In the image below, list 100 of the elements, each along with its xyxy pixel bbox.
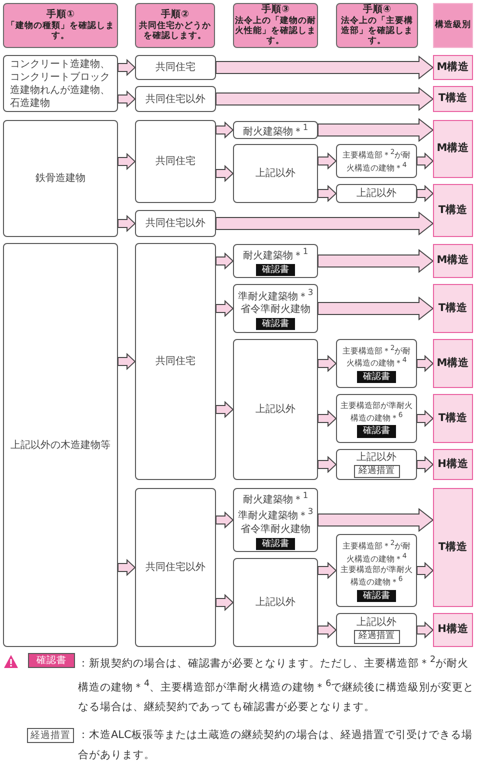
arrow bbox=[318, 410, 337, 428]
arrow bbox=[216, 211, 434, 236]
box-text: M構造 bbox=[436, 254, 470, 268]
result-box bbox=[433, 86, 473, 112]
arrow bbox=[216, 400, 234, 418]
tag-label: 経過措置 bbox=[354, 464, 400, 478]
arrow bbox=[118, 558, 136, 576]
box-text: 上記以外 bbox=[356, 616, 396, 630]
box-text: T構造 bbox=[438, 412, 468, 426]
arrow bbox=[416, 354, 434, 372]
arrow bbox=[216, 252, 234, 270]
box-text: 耐火建築物＊$^{1}$ bbox=[242, 246, 308, 262]
arrow bbox=[318, 562, 337, 580]
box-text: 上記以外 bbox=[256, 596, 296, 609]
arrow bbox=[216, 511, 234, 529]
step-header bbox=[135, 3, 215, 48]
process-box bbox=[233, 488, 318, 552]
tag-label: 経過措置 bbox=[354, 630, 400, 644]
arrow bbox=[216, 300, 234, 318]
box-text: 省令準耐火建物 bbox=[240, 303, 310, 316]
box-text: 省令準耐火建物 bbox=[240, 522, 310, 536]
box-text: T構造 bbox=[438, 204, 468, 218]
arrow bbox=[416, 410, 434, 428]
process-box bbox=[336, 144, 417, 178]
step-text: 構造級別 bbox=[435, 20, 471, 31]
box-text: 共同住宅以外 bbox=[146, 561, 206, 574]
process-box bbox=[336, 613, 417, 647]
step-title: 手順② bbox=[160, 9, 190, 20]
arrow bbox=[416, 152, 434, 170]
process-box bbox=[233, 284, 318, 333]
tag-label: 確認書 bbox=[256, 264, 295, 276]
result-box bbox=[433, 339, 473, 388]
note-text: ：新規契約の場合は、確認書が必要となります。ただし、主要構造部＊$^{2}$が耐火構造の建物＊$^{4}$、主要構造部が準耐火構造の建物＊$^{6}$で継続後に構造級別が変更となる場合は、継続契約であっても確認書が必要となります。 bbox=[78, 654, 476, 715]
box-text: 共同住宅 bbox=[156, 61, 196, 74]
process-box bbox=[233, 558, 318, 647]
step-header bbox=[433, 3, 473, 48]
arrow bbox=[216, 121, 234, 139]
process-box bbox=[135, 120, 216, 203]
arrow bbox=[318, 456, 337, 474]
arrow bbox=[416, 184, 434, 202]
box-text: 上記以外の木造建物等 bbox=[10, 438, 110, 452]
process-box bbox=[135, 210, 216, 237]
box-text: T構造 bbox=[438, 92, 468, 106]
result-box bbox=[433, 394, 473, 443]
tag-label: 確認書 bbox=[357, 590, 396, 602]
step-header bbox=[233, 3, 318, 48]
process-box bbox=[135, 55, 216, 80]
process-box bbox=[336, 534, 417, 607]
box-text: 上記以外 bbox=[256, 403, 296, 416]
step-text: 「建物の種類」を確認します。 bbox=[6, 20, 116, 42]
box-text: 主要構造部＊$^{2}$が耐火構造の建物＊$^{4}$ bbox=[341, 344, 412, 370]
box-text: T構造 bbox=[438, 540, 468, 554]
arrow bbox=[118, 152, 136, 170]
box-text: 耐火建築物＊$^{1}$ bbox=[242, 490, 308, 506]
process-box bbox=[233, 339, 318, 480]
box-text: 共同住宅以外 bbox=[146, 217, 206, 230]
arrow bbox=[216, 55, 434, 80]
arrow bbox=[318, 152, 337, 170]
arrow bbox=[318, 184, 337, 202]
process-box bbox=[3, 120, 118, 237]
tag-label: 確認書 bbox=[357, 425, 396, 438]
arrow bbox=[318, 248, 434, 274]
result-box bbox=[433, 613, 473, 647]
process-box bbox=[233, 144, 318, 203]
box-text: 上記以外 bbox=[356, 450, 396, 464]
result-box bbox=[433, 488, 473, 607]
box-text: 上記以外 bbox=[256, 167, 296, 180]
process-box bbox=[135, 243, 216, 480]
arrow bbox=[118, 352, 136, 370]
step-title: 手順① bbox=[46, 9, 75, 20]
process-box bbox=[336, 184, 417, 203]
tag-label: 確認書 bbox=[28, 653, 75, 668]
box-text: H構造 bbox=[438, 458, 468, 472]
box-text: M構造 bbox=[436, 356, 470, 370]
arrow bbox=[216, 164, 234, 182]
result-box bbox=[433, 184, 473, 237]
result-box bbox=[433, 244, 473, 278]
result-box bbox=[433, 284, 473, 333]
arrow bbox=[318, 296, 434, 321]
box-text: 耐火建築物＊$^{1}$ bbox=[242, 122, 308, 138]
box-text: 共同住宅以外 bbox=[146, 92, 206, 106]
process-box bbox=[336, 394, 417, 443]
tag-label: 確認書 bbox=[256, 538, 295, 550]
arrow bbox=[118, 90, 136, 108]
process-box bbox=[336, 339, 417, 388]
result-box bbox=[433, 449, 473, 480]
arrow bbox=[318, 508, 434, 532]
tag-label: 確認書 bbox=[357, 371, 396, 384]
box-text: 共同住宅 bbox=[156, 155, 196, 168]
box-text: 主要構造部＊$^{2}$が耐火構造の建物＊$^{4}$ bbox=[341, 538, 412, 564]
step-header bbox=[3, 3, 118, 48]
arrow bbox=[318, 118, 434, 142]
box-text: T構造 bbox=[438, 302, 468, 316]
arrow bbox=[318, 354, 337, 372]
box-text: 主要構造部が準耐火構造の建物＊$^{6}$ bbox=[340, 400, 414, 424]
box-text: 主要構造部＊$^{2}$が耐火構造の建物＊$^{4}$ bbox=[341, 148, 412, 174]
arrow bbox=[318, 621, 337, 639]
box-text: M構造 bbox=[436, 142, 470, 156]
box-text: M構造 bbox=[436, 60, 470, 74]
box-text: 準耐火建築物＊$^{3}$ bbox=[238, 286, 314, 304]
